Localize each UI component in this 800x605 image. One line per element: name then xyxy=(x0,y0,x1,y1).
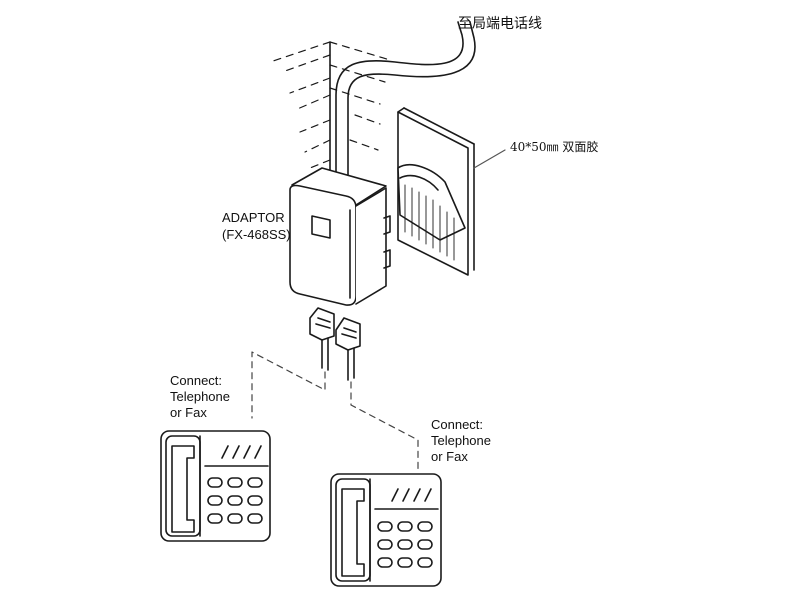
connect-right-line-3: or Fax xyxy=(431,449,468,464)
connect-left-line-3: or Fax xyxy=(170,405,207,420)
adaptor-box xyxy=(289,167,391,306)
connect-left-line-2: Telephone xyxy=(170,389,230,404)
keypad-left xyxy=(207,477,263,524)
double-sided-tape xyxy=(397,107,475,276)
phone-line-cable xyxy=(335,21,476,186)
connect-right-line-1: Connect: xyxy=(431,417,484,432)
telephone-left xyxy=(160,430,271,542)
tape-leader-line xyxy=(473,149,506,169)
connect-left-line-1: Connect: xyxy=(170,373,223,388)
rj11-plug-left xyxy=(309,307,335,371)
wall-corner xyxy=(269,41,391,176)
connection-lines xyxy=(251,351,419,471)
connect-right-line-2: Telephone xyxy=(431,433,491,448)
double-sided-tape-label: 40*50㎜ 双面胶 xyxy=(510,140,599,154)
rj11-plug-right xyxy=(335,317,361,381)
adaptor-model-label: (FX-468SS) xyxy=(222,227,291,242)
adaptor-name-label: ADAPTOR xyxy=(222,210,285,225)
central-office-line-label: 至局端电话线 xyxy=(458,15,542,31)
telephone-right xyxy=(330,473,442,587)
keypad-right xyxy=(377,521,433,568)
